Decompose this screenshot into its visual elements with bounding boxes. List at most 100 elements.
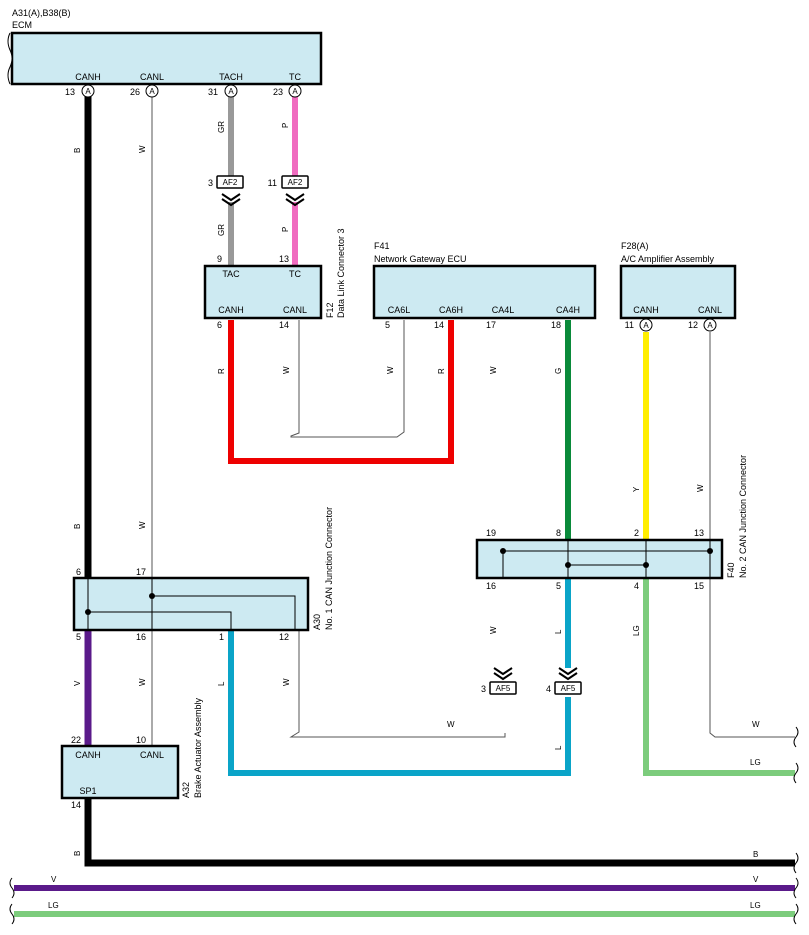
dlc3-bottom-pin-number: 6 [217, 320, 222, 330]
wire-label-v: V [753, 875, 759, 884]
gateway-id: F41 [374, 241, 390, 251]
ecm-header: A31(A),B38(B) [12, 8, 71, 18]
jc2-box [475, 538, 724, 580]
jc1-bottom-pin-number: 16 [136, 632, 146, 642]
pin-marker: A [703, 318, 717, 332]
gateway-pin-label: CA6H [439, 305, 463, 315]
jc2-bottom-pin-number: 16 [486, 581, 496, 591]
dlc3-pin-label: CANL [283, 305, 307, 315]
wire-label-y: Y [632, 486, 641, 492]
jc2-bottom-pin-number: 4 [634, 581, 639, 591]
gateway-pin-label: CA4H [556, 305, 580, 315]
af2-connector: 3 AF2 11 AF2 [208, 175, 309, 207]
wire-dlc-canh-r [228, 320, 454, 464]
wire-label-b: B [753, 850, 758, 859]
break-mark [793, 903, 799, 925]
jc2-top-pin-number: 8 [556, 528, 561, 538]
jc1-name: No. 1 CAN Junction Connector [324, 507, 334, 630]
splice-dot [149, 593, 155, 599]
jc2-top-pin-number: 2 [634, 528, 639, 538]
af2-pin-number: 3 [208, 178, 213, 188]
jc2-name: No. 2 CAN Junction Connector [738, 455, 748, 578]
ecm-pin-label: TACH [219, 72, 243, 82]
jc1-bottom-pin-number: 1 [219, 632, 224, 642]
wire-af5-jc1-l [228, 630, 571, 776]
dlc3-pin-label: TC [289, 269, 301, 279]
brake-top-pin-number: 10 [136, 735, 146, 745]
wire-label-w: W [447, 720, 455, 729]
wire-label-w: W [282, 366, 291, 374]
dlc3-name: Data Link Connector 3 [336, 228, 346, 318]
jc2-id: F40 [726, 562, 736, 578]
gateway-pin-number: 14 [434, 320, 444, 330]
dlc3-id: F12 [325, 302, 335, 318]
wire-label-gr: GR [217, 224, 226, 236]
af5-chevron [558, 667, 578, 681]
wire-label-l: L [554, 629, 563, 634]
dlc3-pin-label: TAC [222, 269, 240, 279]
dlc3-bottom-pin-number: 14 [279, 320, 289, 330]
pin-marker: A [224, 84, 238, 98]
wires [14, 92, 795, 917]
brake-box [60, 744, 180, 800]
af2-chevron [285, 193, 305, 207]
jc1-bottom-pin-number: 12 [279, 632, 289, 642]
af5-label: AF5 [561, 684, 576, 693]
ecm-component: A31(A),B38(B) ECM CANH CANL TACH TC 13 2… [7, 8, 323, 98]
brake-pin-label: SP1 [79, 786, 96, 796]
af2-chevron [221, 193, 241, 207]
ac-amp-pin-label: CANL [698, 305, 722, 315]
af2-pin-number: 11 [268, 178, 277, 188]
brake-component: 22 10 CANH CANL SP1 14 A32 Brake Actuato… [60, 697, 203, 810]
wire-label-w: W [282, 678, 291, 686]
svg-text:A: A [228, 87, 234, 96]
wire-jc1-12-w [289, 630, 506, 738]
wire-label-lg: LG [48, 901, 59, 910]
gateway-pin-label: CA6L [388, 305, 411, 315]
svg-text:A: A [707, 321, 713, 330]
wire-label-lg: LG [750, 758, 761, 767]
ecm-break-edge [7, 32, 13, 85]
ac-amp-id: F28(A) [621, 241, 649, 251]
pin-marker: A [81, 84, 95, 98]
wire-label-b: B [73, 148, 82, 153]
wire-label-w: W [138, 145, 147, 153]
pin-marker: A [145, 84, 159, 98]
svg-text:A: A [643, 321, 649, 330]
gateway-pin-number: 18 [551, 320, 561, 330]
ecm-pin-label: TC [289, 72, 301, 82]
jc1-top-pin-number: 17 [136, 567, 146, 577]
brake-id: A32 [181, 782, 191, 798]
gateway-pin-number: 17 [486, 320, 496, 330]
wire-label-p: P [281, 123, 290, 128]
wire-jc2-15-w [709, 578, 795, 738]
wire-label-w: W [489, 366, 498, 374]
splice-dot [85, 609, 91, 615]
wire-label-l: L [554, 745, 563, 750]
jc1-id: A30 [312, 614, 322, 630]
ac-amp-pin-number: 12 [688, 320, 698, 330]
ecm-pin-label: CANL [140, 72, 164, 82]
ecm-pin-number: 13 [65, 87, 75, 97]
brake-pin-label: CANH [75, 750, 101, 760]
ecm-pin-number: 23 [273, 87, 283, 97]
wire-label-v: V [73, 680, 82, 686]
wire-label-r: R [217, 368, 226, 374]
dlc3-top-pin-number: 9 [217, 254, 222, 264]
gateway-pin-number: 5 [385, 320, 390, 330]
wire-label-w: W [752, 720, 760, 729]
wire-dlc-canl-w [290, 320, 405, 438]
gateway-box [372, 264, 597, 320]
brake-top-pin-number: 22 [71, 735, 81, 745]
wire-label-lg: LG [750, 901, 761, 910]
wire-label-g: G [554, 368, 563, 374]
jc2-bottom-pin-number: 15 [694, 581, 704, 591]
jc1-box [72, 576, 310, 632]
ecm-pin-label: CANH [75, 72, 101, 82]
splice-dot [565, 562, 571, 568]
break-mark [793, 762, 799, 784]
svg-text:A: A [292, 87, 298, 96]
wire-label-v: V [51, 875, 57, 884]
splice-dot [643, 562, 649, 568]
